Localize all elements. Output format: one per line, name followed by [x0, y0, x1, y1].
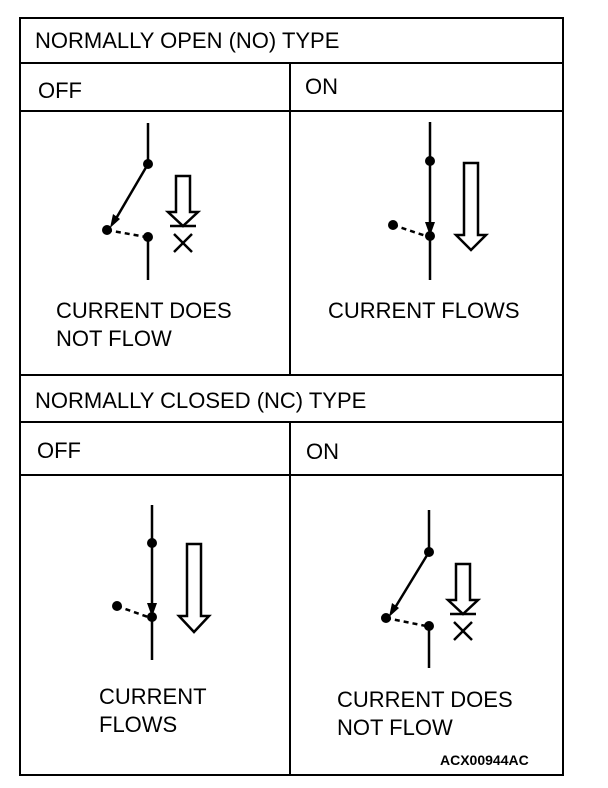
column-divider	[289, 421, 291, 776]
no-off-caption-line2: NOT FLOW	[56, 326, 172, 351]
diagram-frame	[19, 17, 564, 776]
column-divider	[289, 62, 291, 374]
no-off-caption-line1: CURRENT DOES	[56, 298, 232, 323]
row-divider	[19, 62, 564, 64]
no-on-caption: CURRENT FLOWS	[328, 298, 520, 323]
no-type-title: NORMALLY OPEN (NO) TYPE	[35, 28, 340, 53]
row-divider	[19, 474, 564, 476]
row-divider	[19, 421, 564, 423]
nc-on-label: ON	[306, 439, 339, 464]
figure-code: ACX00944AC	[440, 752, 529, 768]
nc-on-caption-line2: NOT FLOW	[337, 715, 453, 740]
no-on-label: ON	[305, 74, 338, 99]
nc-off-caption-line1: CURRENT	[99, 684, 207, 709]
nc-off-label: OFF	[37, 438, 81, 463]
nc-off-caption-line2: FLOWS	[99, 712, 178, 737]
nc-type-title: NORMALLY CLOSED (NC) TYPE	[35, 388, 367, 413]
no-off-label: OFF	[38, 78, 82, 103]
row-divider	[19, 110, 564, 112]
row-divider	[19, 374, 564, 376]
nc-on-caption-line1: CURRENT DOES	[337, 687, 513, 712]
